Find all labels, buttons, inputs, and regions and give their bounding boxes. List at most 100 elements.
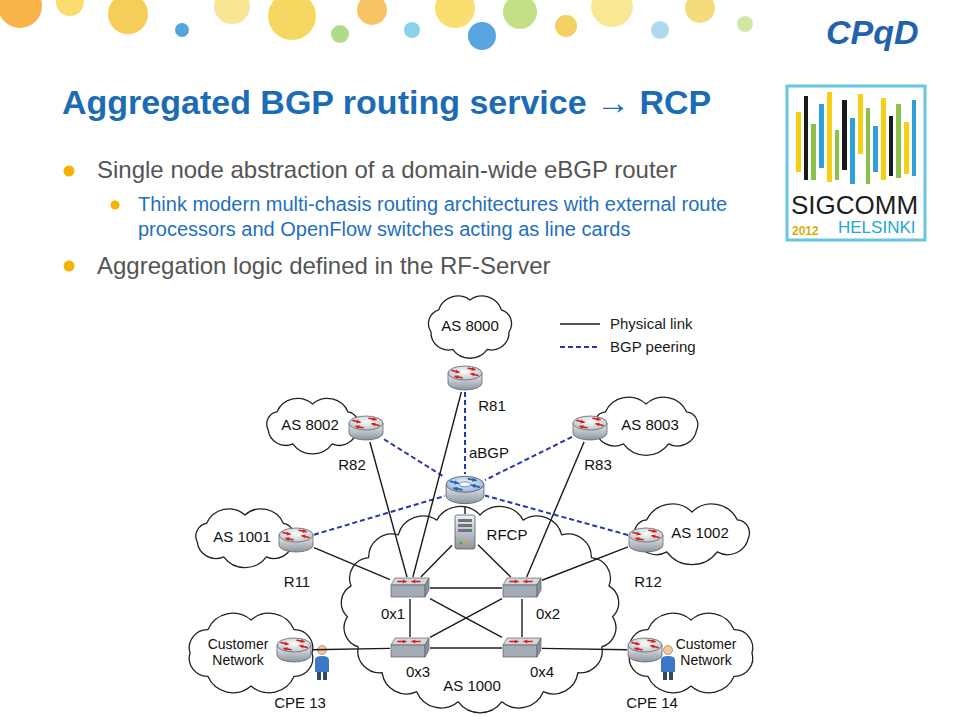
legend-sample — [556, 337, 606, 357]
node-label: Customer Network — [670, 636, 742, 668]
label-anchor: aBGP — [469, 444, 509, 462]
ellipse-part — [448, 366, 482, 380]
polygon-part — [412, 580, 415, 584]
circle-part — [464, 541, 467, 544]
rect-part — [858, 94, 863, 154]
path-part — [425, 638, 429, 657]
router-icon-shape — [447, 364, 483, 392]
polygon-part — [300, 645, 304, 649]
rect-part — [323, 672, 327, 680]
circle-part — [468, 22, 496, 50]
router-icon-shape — [628, 526, 664, 554]
physical-link — [430, 587, 502, 588]
conference-year: 2012 — [792, 223, 819, 239]
polygon-part — [472, 484, 476, 488]
slide-title: Aggregated BGP routing service → RCP — [62, 82, 711, 122]
polygon-part — [284, 647, 288, 651]
node-label: 0x3 — [406, 663, 430, 680]
circle-part — [64, 261, 75, 272]
polygon-part — [635, 647, 639, 651]
g-part — [315, 646, 329, 681]
rect-part — [458, 524, 472, 527]
polygon-part — [412, 640, 415, 644]
node-label: R11 — [284, 573, 310, 590]
node-label: AS 8002 — [281, 416, 339, 433]
path-part — [189, 613, 312, 693]
router-icon-shape — [627, 636, 663, 664]
bullet-text: Single node abstraction of a domain-wide… — [97, 156, 677, 184]
node-label: R83 — [584, 456, 612, 473]
bgp-peering-link — [464, 392, 466, 474]
rect-part — [458, 529, 472, 532]
circle-part — [651, 21, 669, 39]
network-cloud: AS 8002R82 — [255, 392, 370, 458]
label-anchor: AS 8002 — [281, 416, 339, 434]
physical-link — [542, 648, 627, 649]
node-label: CPE 13 — [274, 694, 326, 711]
rect-part — [455, 515, 475, 549]
conference-logo — [787, 86, 925, 240]
rect-part — [804, 96, 808, 180]
polygon-part — [284, 642, 288, 646]
circle-part — [685, 0, 715, 23]
sub-bullet-text: Think modern multi-chasis routing archit… — [138, 192, 778, 242]
polygon-part — [471, 367, 475, 371]
path-part — [391, 578, 429, 585]
label-anchor: R11 — [284, 573, 310, 591]
circle-part — [459, 541, 462, 544]
label-anchor: 0x4 — [530, 663, 554, 681]
physical-link — [527, 442, 584, 577]
polygon-part — [524, 640, 527, 644]
physical-link — [314, 548, 390, 580]
polygon-part — [455, 370, 459, 374]
openflow-switch-shape — [502, 637, 542, 659]
polygon-part — [580, 425, 584, 429]
legend-text: Physical link — [610, 314, 693, 334]
circle-part — [435, 0, 475, 28]
bullet-text: Aggregation logic defined in the RF-Serv… — [97, 252, 551, 280]
physical-link — [430, 599, 502, 638]
rect-part — [842, 100, 847, 170]
ellipse-part — [573, 416, 607, 430]
legend-line — [560, 346, 600, 348]
company-logo: CPqD — [826, 12, 919, 52]
polygon-part — [524, 580, 527, 584]
ellipse-part — [277, 638, 311, 652]
polygon-part — [455, 375, 459, 379]
path-part — [428, 296, 511, 358]
label-anchor: 0x1 — [381, 605, 405, 623]
physical-link — [542, 547, 628, 580]
rect-part — [889, 116, 893, 176]
polygon-part — [652, 535, 656, 539]
header-bubbles — [0, 0, 753, 50]
node-label: Customer Network — [202, 636, 274, 668]
path-part — [425, 578, 429, 597]
router-icon: R12 — [628, 526, 664, 554]
legend-line — [560, 323, 600, 325]
rect-part — [912, 100, 916, 176]
polygon-part — [596, 417, 600, 421]
label-anchor: Aggregation logic defined in the RF-Serv… — [97, 252, 551, 280]
ellipse-part — [446, 476, 484, 492]
polygon-part — [302, 535, 306, 539]
label-anchor: CPE 13 — [274, 694, 326, 712]
circle-part — [664, 646, 673, 655]
label-anchor: RFCP — [487, 526, 528, 544]
polygon-part — [372, 417, 376, 421]
label-anchor: AS 1002 — [671, 524, 729, 542]
label-anchor: Customer Network — [670, 636, 742, 669]
rect-part — [819, 104, 824, 168]
polygon-part — [472, 477, 476, 481]
rect-part — [896, 104, 901, 178]
rfcp-server-shape — [452, 514, 478, 550]
legend-item: Physical link — [556, 314, 693, 334]
router-icon: R82 — [348, 414, 384, 442]
label-anchor: HELSINKI — [838, 218, 915, 238]
circle-part — [268, 0, 316, 40]
label-anchor: AS 1000 — [443, 677, 501, 695]
bgp-peering-link — [384, 439, 445, 477]
network-cloud: AS 1001R11 — [184, 503, 306, 571]
polygon-part — [636, 532, 640, 536]
rect-part — [503, 585, 537, 597]
